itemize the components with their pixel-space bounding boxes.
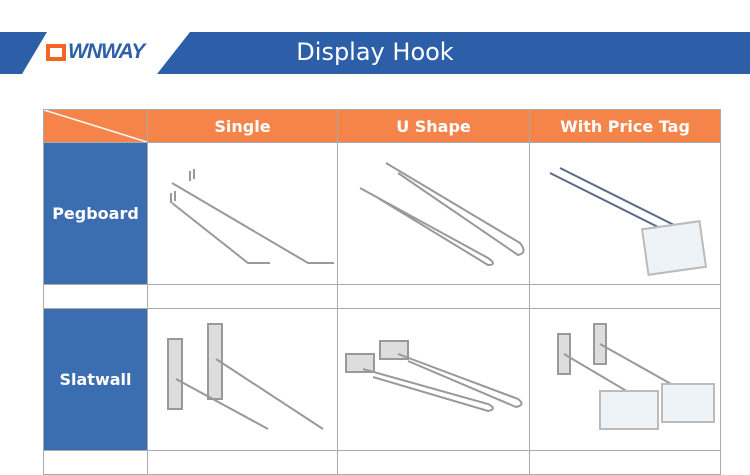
image-pegboard-single	[147, 142, 338, 285]
row-label-pegboard: Pegboard	[43, 142, 148, 285]
spacer	[43, 450, 148, 475]
row-label-slatwall: Slatwall	[43, 308, 148, 451]
image-pegboard-u-shape	[337, 142, 530, 285]
logo-text: WNWAY	[68, 40, 145, 63]
page-title: Display Hook	[296, 38, 454, 66]
brand-logo: WNWAY	[46, 40, 145, 64]
corner-cell	[43, 109, 148, 143]
image-slatwall-u-shape	[337, 308, 530, 451]
header-banner	[0, 32, 750, 74]
column-header-price-tag: With Price Tag	[529, 109, 721, 143]
image-pegboard-price-tag	[529, 142, 721, 285]
logo-mark-icon	[46, 43, 66, 61]
spacer	[43, 284, 148, 309]
column-header-u-shape: U Shape	[337, 109, 530, 143]
column-header-single: Single	[147, 109, 338, 143]
hook-table: Single U Shape With Price Tag Pegboard S…	[43, 109, 721, 475]
image-slatwall-price-tag	[529, 308, 721, 451]
image-slatwall-single	[147, 308, 338, 451]
